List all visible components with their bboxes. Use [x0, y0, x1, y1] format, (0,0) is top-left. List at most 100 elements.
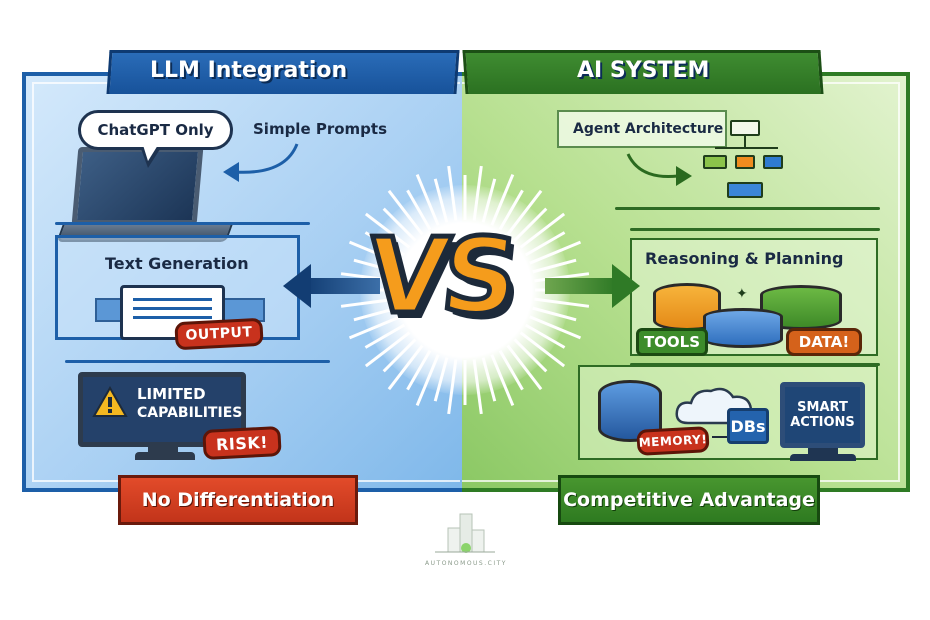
burst-ray [340, 272, 396, 283]
burst-ray [382, 338, 417, 373]
burst-ray [490, 173, 515, 226]
burst-rays [340, 165, 590, 415]
burst-ray [348, 240, 401, 265]
arch-node-blue [763, 155, 783, 169]
burst-ray [490, 354, 515, 407]
llm-panel-title: LLM Integration [150, 58, 348, 83]
burst-ray [447, 165, 458, 221]
arch-node-orange [735, 155, 755, 169]
output-badge: OUTPUT [174, 317, 264, 351]
burst-ray [415, 173, 440, 226]
bubble-tail-inner [143, 145, 158, 161]
arrow-to-llm [305, 278, 380, 294]
no-differentiation-banner: No Differentiation [118, 475, 358, 525]
burst-ray [506, 344, 543, 391]
section-divider [615, 207, 880, 210]
burst-ray [382, 207, 417, 242]
section-divider [65, 360, 330, 363]
autonomous-city-logo-icon [435, 513, 495, 553]
burst-ray [524, 323, 566, 349]
burst-ray [529, 315, 582, 340]
tools-badge: TOOLS [636, 328, 708, 356]
monitor-stand [808, 448, 838, 456]
burst-ray [348, 315, 401, 340]
competitive-advantage-banner: Competitive Advantage [558, 475, 820, 525]
arch-node-bottom [727, 182, 763, 198]
chatgpt-only-bubble: ChatGPT Only [78, 110, 233, 150]
center-database-icon [703, 308, 783, 348]
burst-ray [472, 165, 483, 221]
arch-connector [715, 147, 778, 149]
burst-ray [340, 297, 396, 308]
burst-ray [498, 349, 524, 391]
message-line [133, 307, 212, 310]
burst-ray [524, 231, 566, 257]
monitor-foot [135, 452, 195, 460]
burst-ray [387, 189, 424, 236]
burst-ray [406, 189, 432, 231]
agent-architecture-label: Agent Architecture [557, 110, 727, 148]
logo-text: AUTONOMOUS.CITY [425, 560, 507, 567]
smart-actions-monitor: SMART ACTIONS [780, 382, 865, 448]
burst-ray [534, 272, 590, 283]
burst-ray [532, 258, 577, 274]
section-divider [630, 363, 880, 366]
burst-ray [481, 178, 497, 223]
smart-label: SMART [797, 400, 848, 415]
risk-badge: RISK! [202, 425, 282, 461]
curved-arrow-left-icon [223, 143, 299, 182]
burst-ray [519, 331, 566, 368]
arch-connector [744, 136, 746, 148]
burst-ray [415, 354, 440, 407]
burst-ray [532, 306, 577, 322]
curved-arrow-right-icon [626, 153, 692, 186]
section-divider [630, 228, 880, 231]
burst-ray [519, 212, 566, 249]
arch-node-top [730, 120, 760, 136]
warning-icon [92, 386, 128, 417]
burst-ray [406, 349, 432, 391]
burst-ray [387, 344, 424, 391]
memory-badge: MEMORY! [636, 426, 710, 456]
simple-prompts-label: Simple Prompts [253, 120, 388, 138]
memory-database-icon [598, 380, 662, 442]
dbs-label: DBs [727, 408, 769, 444]
arch-node-green [703, 155, 727, 169]
text-generation-label: Text Generation [105, 254, 249, 273]
burst-ray [353, 258, 398, 274]
burst-ray [481, 357, 497, 402]
arrow-to-ai [545, 278, 615, 294]
burst-ray [364, 231, 406, 257]
message-line [133, 316, 212, 319]
burst-ray [364, 212, 411, 249]
data-badge: DATA! [786, 328, 862, 356]
arrow-right-head-icon [612, 264, 640, 308]
limited-label: LIMITED [137, 385, 206, 403]
ai-panel-title: AI SYSTEM [577, 58, 710, 83]
message-line [133, 298, 212, 301]
monitor-stand [148, 446, 178, 454]
monitor-foot [790, 454, 856, 461]
reasoning-planning-label: Reasoning & Planning [645, 249, 844, 268]
burst-ray [529, 240, 582, 265]
burst-ray [534, 297, 590, 308]
burst-ray [364, 331, 411, 368]
vs-label: VS [359, 213, 520, 340]
burst-ray [433, 357, 449, 402]
burst-ray [498, 189, 524, 231]
sparkle-icon: ✦ [736, 286, 748, 302]
section-divider [55, 222, 310, 225]
burst-ray [447, 359, 458, 415]
burst-ray [513, 207, 548, 242]
arrow-left-head-icon [283, 264, 311, 308]
burst-ray [513, 338, 548, 373]
burst-ray [353, 306, 398, 322]
burst-ray [433, 178, 449, 223]
burst-ray [472, 359, 483, 415]
burst-ray [364, 323, 406, 349]
laptop-icon [71, 147, 204, 225]
burst-ray [506, 189, 543, 236]
capabilities-label: CAPABILITIES [137, 405, 243, 421]
actions-label: ACTIONS [790, 415, 855, 430]
arrow-connector [712, 436, 728, 438]
